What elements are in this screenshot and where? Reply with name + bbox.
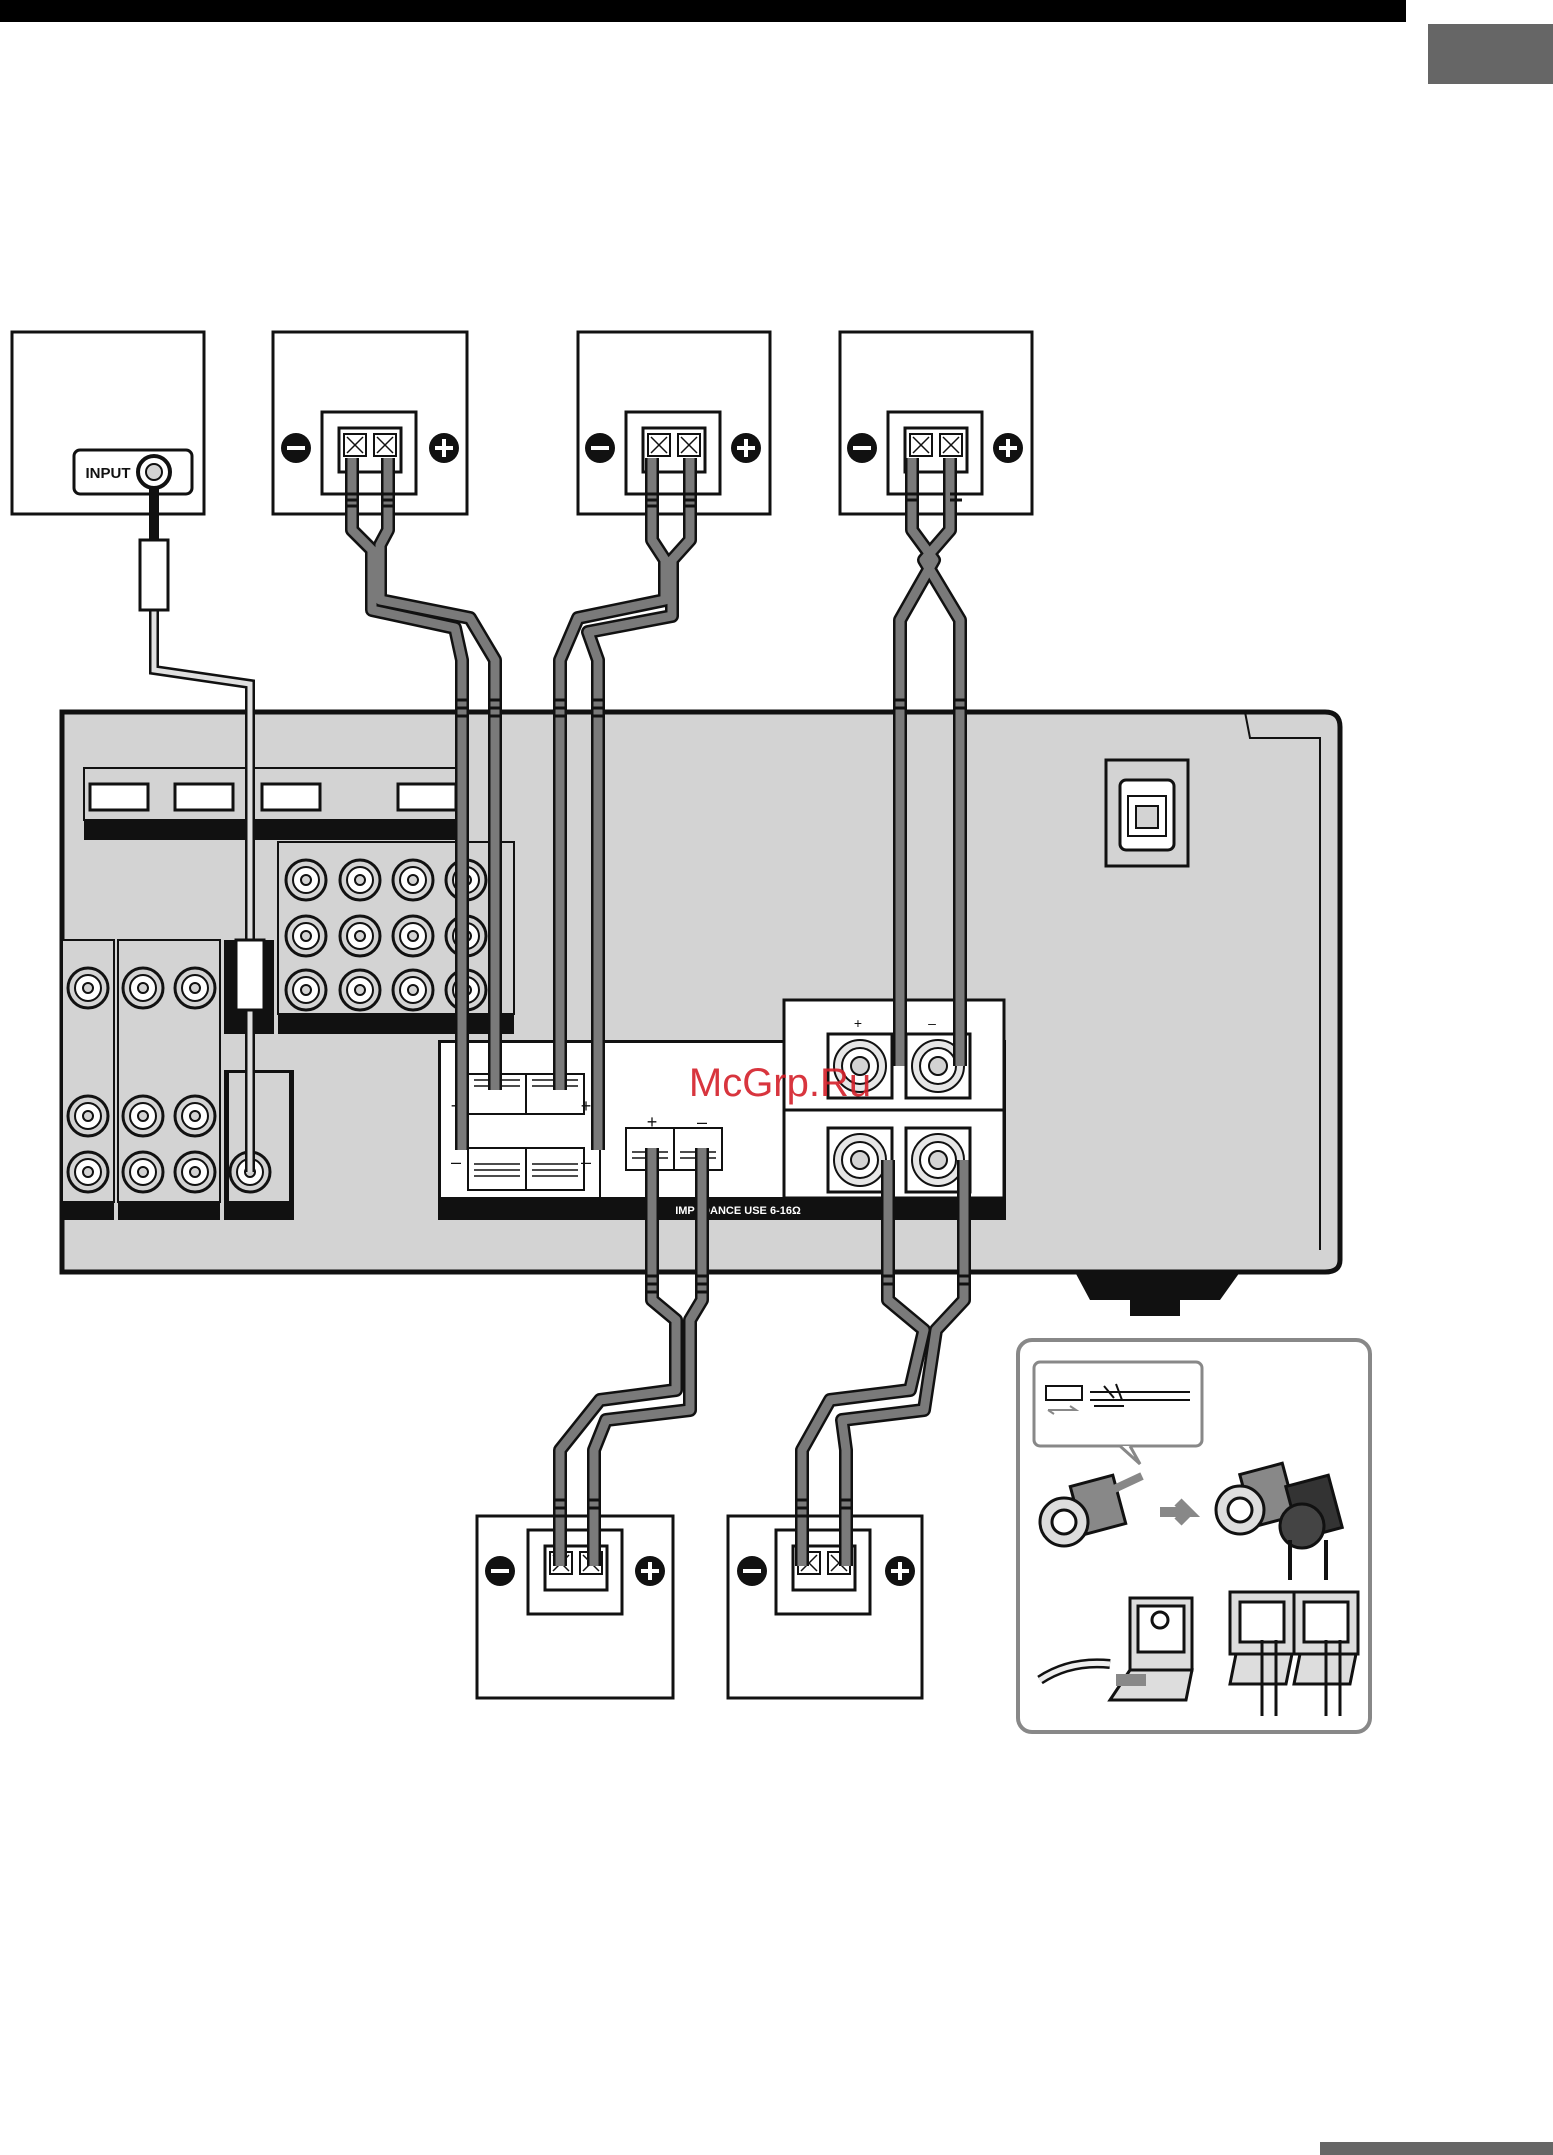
speaker-box — [840, 332, 1032, 514]
optical-jack — [1106, 760, 1188, 866]
terminal-plus-label: + — [854, 1015, 862, 1031]
header-rule — [0, 0, 1406, 22]
speaker-box — [477, 1516, 673, 1698]
watermark: McGrp.Ru — [689, 1061, 871, 1105]
terminal-plus-label: + — [581, 1096, 592, 1116]
speaker-box — [728, 1516, 922, 1698]
terminal-minus-label: – — [928, 1015, 936, 1031]
speaker-box — [578, 332, 770, 514]
subwoofer-input-label: INPUT — [86, 465, 131, 482]
terminal-minus-label: – — [451, 1152, 461, 1172]
connection-inset — [1018, 1340, 1370, 1732]
terminal-minus-label: – — [697, 1112, 707, 1132]
terminal-plus-label: + — [647, 1112, 658, 1132]
footer-tab — [1320, 2142, 1553, 2155]
impedance-label: IMPEDANCE USE 6-16Ω — [675, 1205, 801, 1217]
hdmi-port — [90, 784, 456, 810]
speaker-box — [273, 332, 467, 514]
terminal-minus-label: – — [581, 1152, 591, 1172]
subwoofer-box: INPUT — [12, 332, 204, 514]
side-tab — [1428, 24, 1553, 84]
